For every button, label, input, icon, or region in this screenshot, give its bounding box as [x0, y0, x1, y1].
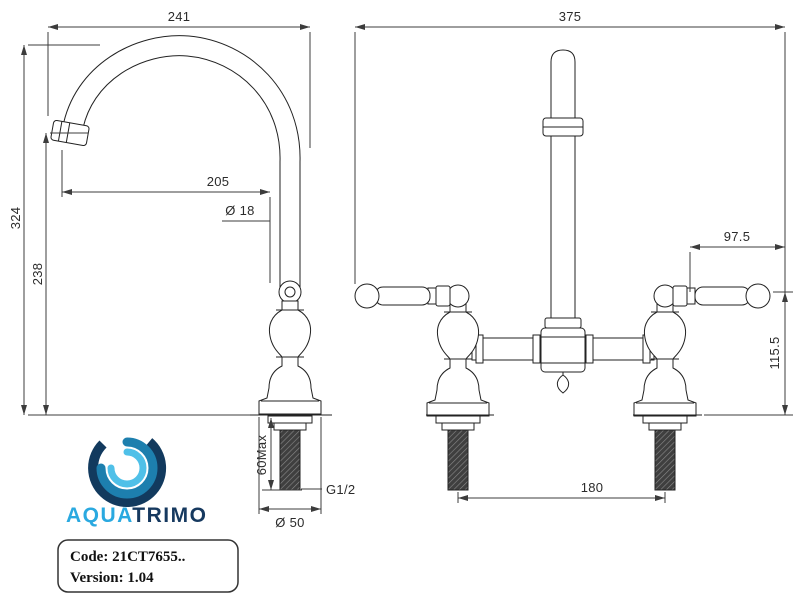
side-dim-total-height-label: 324: [8, 207, 23, 230]
front-tail-left: [435, 415, 481, 491]
front-handle-left: [354, 283, 470, 309]
front-dimensions: 375 97.5 115.5 180: [354, 9, 793, 503]
front-dim-width-label: 375: [559, 9, 582, 24]
front-dim-tail-centres-label: 180: [581, 480, 604, 495]
side-spout: [61, 35, 301, 287]
front-view: [354, 49, 771, 491]
front-handle-right: [653, 283, 771, 309]
logo-swirl-icon: [88, 437, 167, 507]
front-tail-right: [642, 415, 688, 491]
front-spout-column: [550, 49, 576, 332]
side-dim-reach-label: 205: [207, 174, 230, 189]
logo-wordmark: AQUATRIMO: [66, 504, 207, 527]
side-dimensions: 241 324 238 205 Ø 18 60Max G1/2 Ø 50: [8, 9, 355, 530]
product-code: Code: 21CT7655..: [70, 549, 186, 565]
logo-wordmark-trimo: TRIMO: [132, 504, 207, 527]
info-box-border: [57, 539, 239, 593]
front-dim-handle-length-label: 97.5: [724, 229, 751, 244]
front-finial-drop: [556, 372, 570, 394]
side-tail: [267, 415, 313, 491]
side-dim-shank-length-label: 60Max: [254, 435, 269, 476]
front-bridge-pipes: [471, 334, 655, 364]
product-version: Version: 1.04: [70, 570, 154, 586]
logo: AQUATRIMO: [66, 437, 207, 527]
side-valve-body: [258, 300, 322, 415]
front-central-body: [540, 317, 586, 394]
info-box: Code: 21CT7655.. Version: 1.04: [57, 539, 239, 593]
side-thread-size-label: G1/2: [326, 482, 355, 497]
side-dim-spout-dia-label: Ø 18: [225, 203, 254, 218]
side-dim-width-label: 241: [168, 9, 191, 24]
side-dim-base-dia-label: Ø 50: [275, 515, 304, 530]
side-ring-joint: [278, 280, 302, 304]
side-dim-spout-height-label: 238: [30, 263, 45, 286]
side-view: [50, 35, 332, 491]
front-dim-handle-height-label: 115.5: [767, 336, 782, 369]
logo-wordmark-aqua: AQUA: [66, 504, 132, 527]
